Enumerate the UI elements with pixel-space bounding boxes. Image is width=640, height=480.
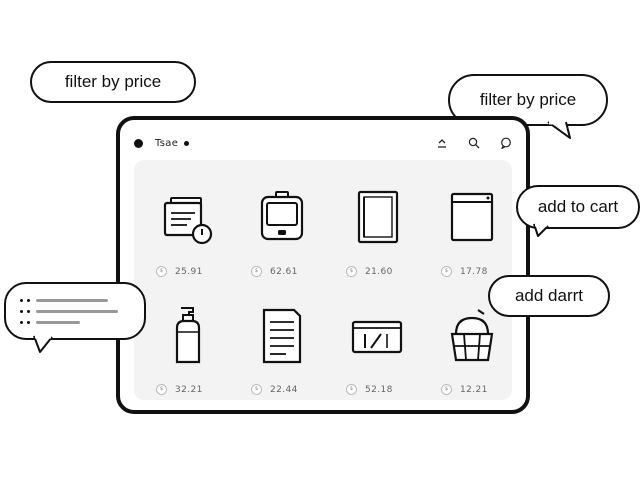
basket-icon	[427, 294, 517, 374]
product-price: 12.21	[460, 384, 488, 395]
product-price: 17.78	[460, 266, 488, 277]
product-card[interactable]: $ 62.61	[237, 176, 327, 288]
price-tag-icon: $	[156, 384, 167, 395]
toolbar	[436, 137, 512, 149]
product-card[interactable]: $ 12.21	[427, 294, 517, 406]
list-item	[20, 310, 118, 313]
window-title: Tsae	[155, 137, 179, 149]
product-price: 22.44	[270, 384, 298, 395]
price-tag-icon: $	[441, 384, 452, 395]
product-price: 62.61	[270, 266, 298, 277]
add-to-cart-label: add to cart	[537, 197, 619, 216]
product-card[interactable]: $ 21.60	[332, 176, 422, 288]
list-item	[20, 321, 80, 324]
bottle-icon	[142, 294, 232, 374]
product-card[interactable]: $ 32.21	[142, 294, 232, 406]
bubble-tail	[533, 223, 549, 237]
notepad-icon	[237, 294, 327, 374]
price-tag-icon: $	[251, 266, 262, 277]
card-icon	[332, 294, 422, 374]
book-icon	[332, 176, 422, 256]
product-grid: $ 25.91 $ 62.61	[134, 160, 512, 400]
product-card[interactable]: $ 22.44	[237, 294, 327, 406]
product-card[interactable]: $ 52.18	[332, 294, 422, 406]
price-tag-icon: $	[346, 384, 357, 395]
title-bar: Tsae	[134, 132, 512, 154]
product-price: 52.18	[365, 384, 393, 395]
bubble-tail	[547, 121, 571, 139]
monitor-icon	[427, 176, 517, 256]
product-price: 32.21	[175, 384, 203, 395]
device-icon	[237, 176, 327, 256]
status-dot	[184, 140, 190, 146]
document-clock-icon	[142, 176, 232, 256]
product-card[interactable]: $ 25.91	[142, 176, 232, 288]
window-dot	[134, 138, 143, 148]
list-item	[20, 299, 108, 302]
shop-window: Tsae	[116, 116, 530, 414]
list-bubble[interactable]	[4, 282, 146, 340]
filter-by-price-label: filter by price	[64, 72, 162, 91]
product-price: 25.91	[175, 266, 203, 277]
price-tag-icon: $	[156, 266, 167, 277]
bubble-tail	[33, 335, 53, 353]
filter-by-price-bubble-left[interactable]: filter by price	[30, 61, 196, 103]
upload-icon[interactable]	[436, 137, 448, 149]
add-to-cart-bubble[interactable]: add to cart	[516, 185, 640, 229]
filter-by-price-label: filter by price	[479, 90, 577, 109]
price-tag-icon: $	[441, 266, 452, 277]
search-icon[interactable]	[468, 137, 480, 149]
add-to-cart-bubble-secondary[interactable]: add darrt	[488, 275, 610, 317]
product-card[interactable]: $ 17.78	[427, 176, 517, 288]
add-to-cart-label: add darrt	[514, 286, 584, 305]
price-tag-icon: $	[251, 384, 262, 395]
chat-icon[interactable]	[500, 137, 512, 149]
price-tag-icon: $	[346, 266, 357, 277]
product-price: 21.60	[365, 266, 393, 277]
